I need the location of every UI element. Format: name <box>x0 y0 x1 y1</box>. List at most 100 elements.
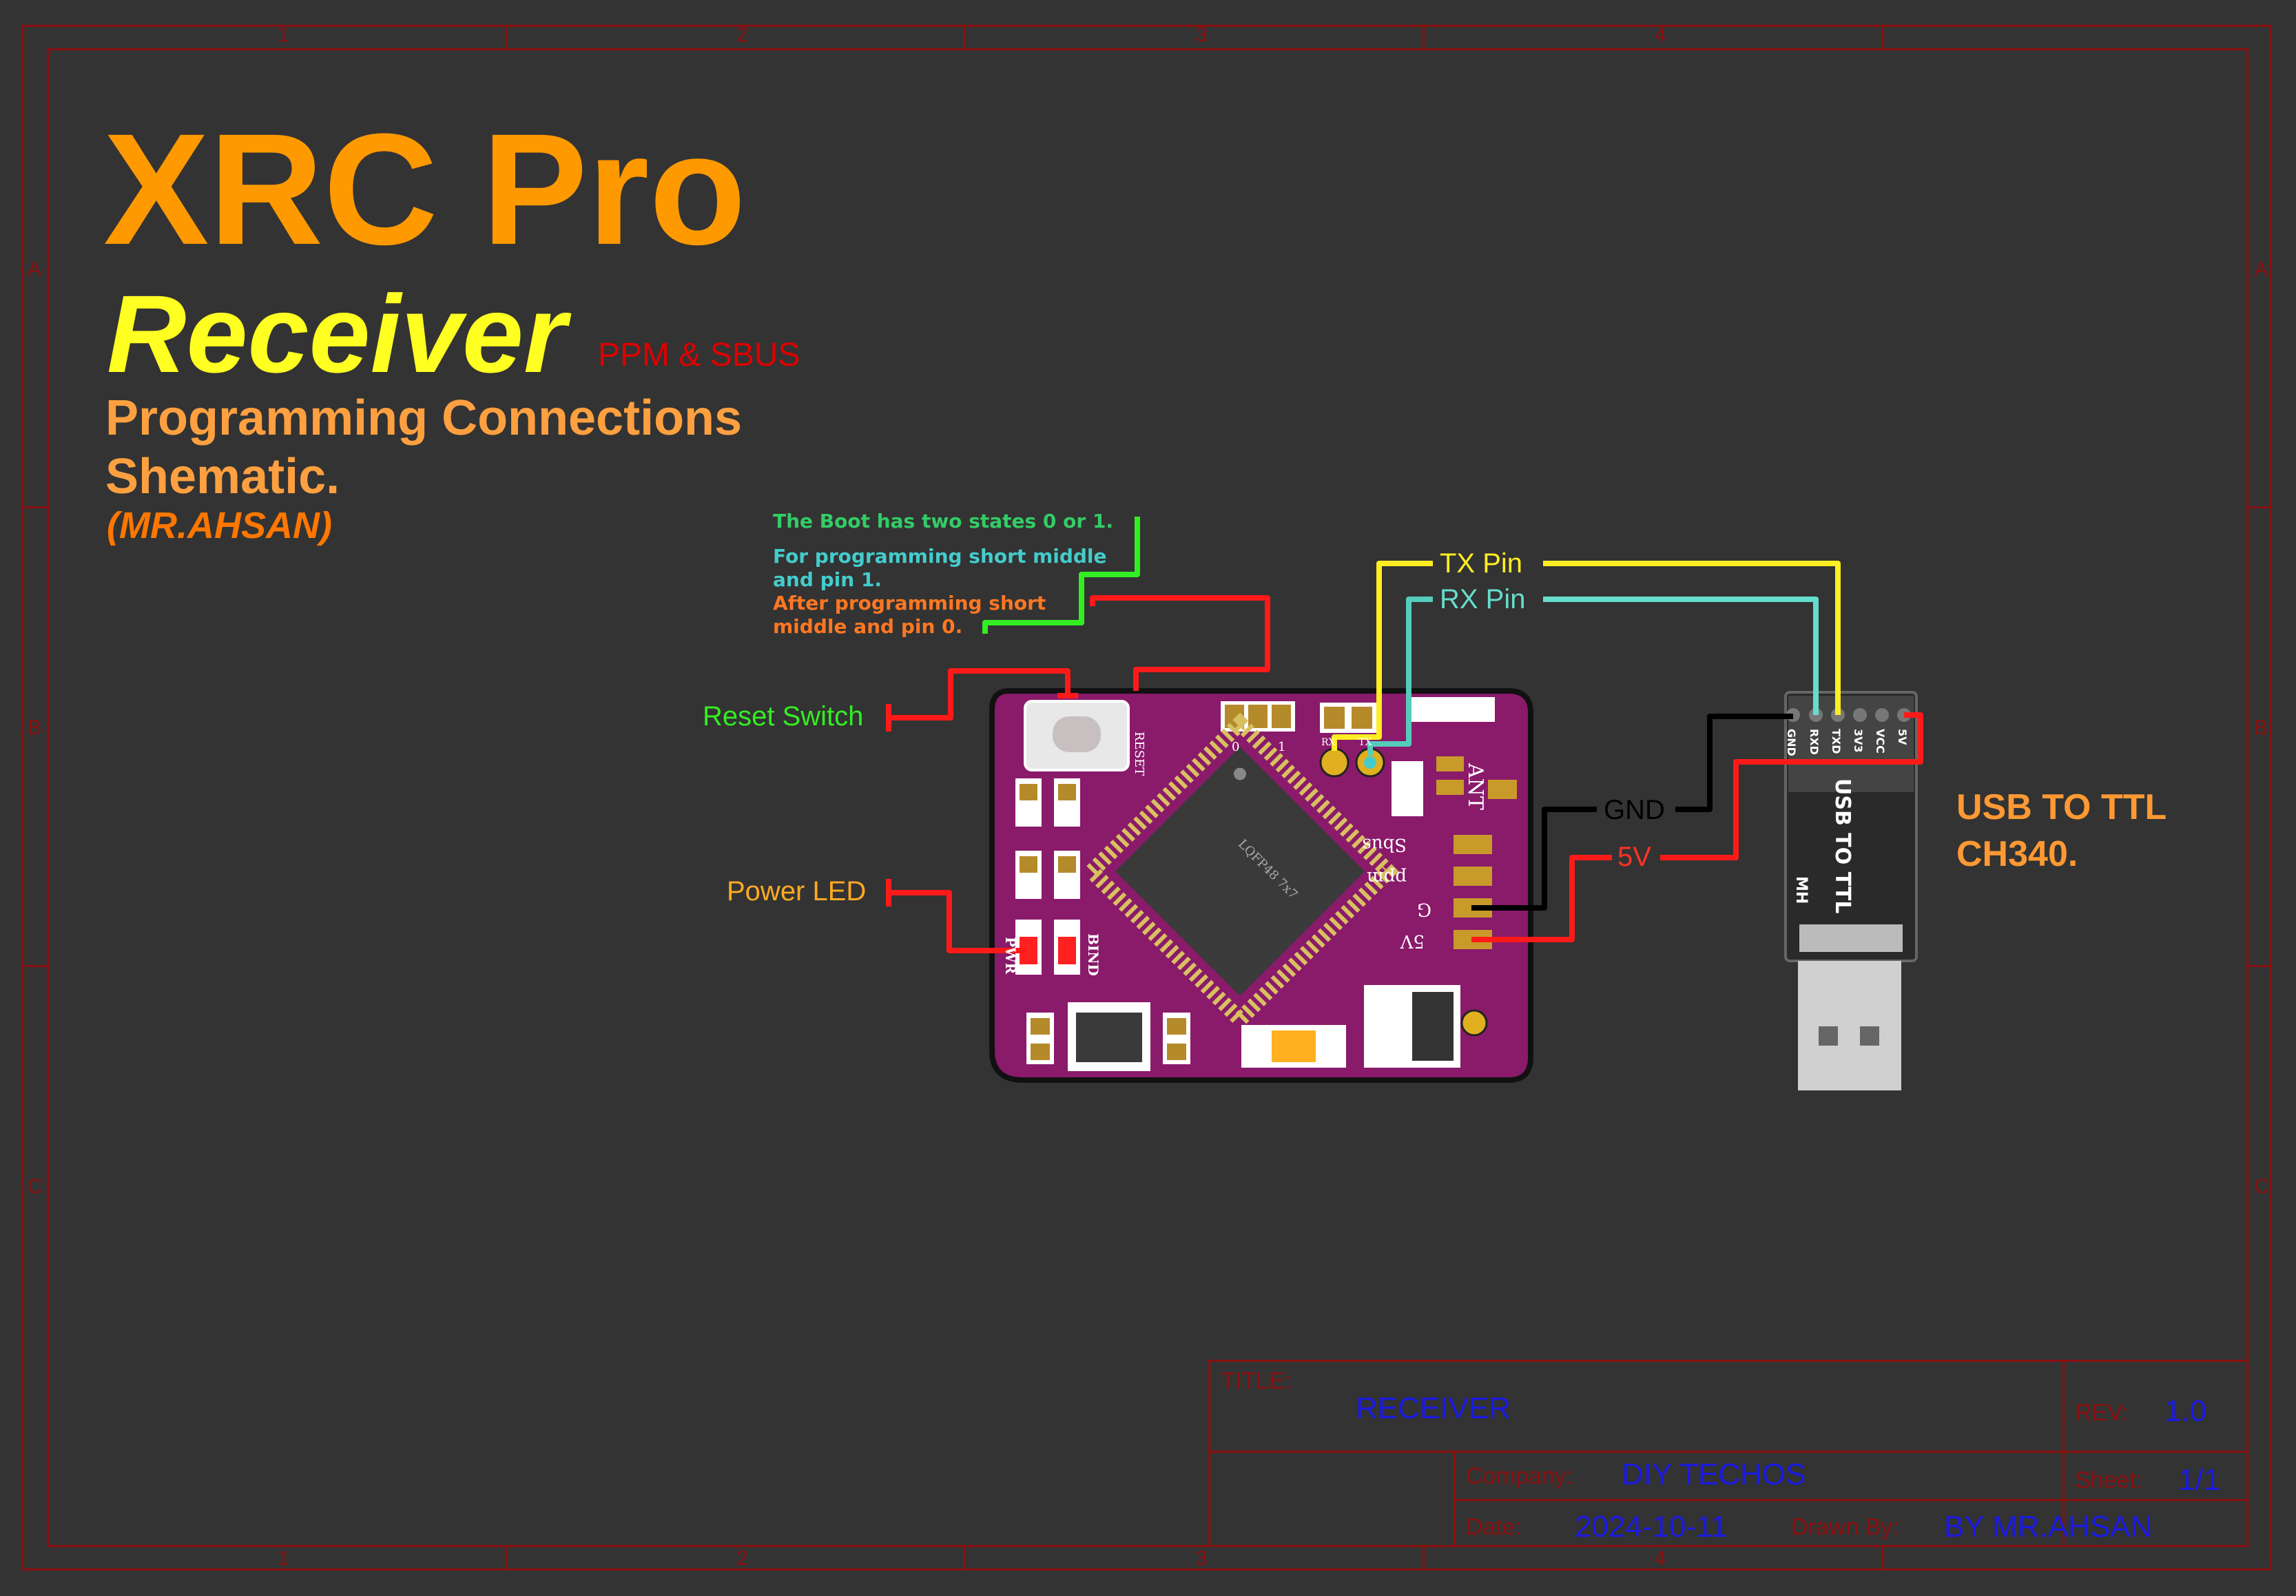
zone-tick <box>505 1547 507 1571</box>
heading-description: Programming Connections Shematic. <box>105 389 742 506</box>
silk-pwr: PWR <box>1002 937 1019 975</box>
mcu-chip <box>1081 712 1399 1030</box>
heading-description-line2: Shematic. <box>105 448 340 504</box>
zone-row-label: B <box>28 716 42 739</box>
zone-col-label: 3 <box>1196 23 1208 46</box>
boot-note-line4: After programming short <box>773 592 1046 614</box>
label-usb-ttl: USB TO TTL CH340. <box>1956 784 2166 878</box>
label-usb-ttl-line2: CH340. <box>1956 834 2078 874</box>
title-value: RECEIVER <box>1356 1391 1511 1425</box>
company-label: Company: <box>1466 1463 1573 1489</box>
zone-tick <box>505 25 507 48</box>
wire-tx-b <box>1543 561 1841 715</box>
silk-boot0: 0 <box>1232 740 1239 754</box>
rev-value: 1.0 <box>2164 1394 2207 1428</box>
rev-label: REV: <box>2075 1400 2129 1426</box>
reset-button-cap <box>1053 716 1101 752</box>
label-reset-switch: Reset Switch <box>703 701 864 732</box>
boot-note-line5: middle and pin 0. <box>773 615 963 638</box>
date-label: Date: <box>1466 1514 1522 1540</box>
zone-tick <box>1423 1547 1425 1571</box>
zone-row-label: A <box>28 258 42 281</box>
wire-power-led <box>889 890 1026 953</box>
module-silk-mh: MH <box>1792 876 1810 904</box>
module-pin-txd: TXD <box>1830 729 1843 754</box>
title-block-divider <box>2062 1451 2065 1499</box>
drawn-by-value: BY MR.AHSAN <box>1944 1510 2153 1544</box>
silk-ant: ANT <box>1463 763 1487 810</box>
receiver-pcb <box>989 688 1533 1083</box>
heading-subtitle: Receiver <box>107 272 567 395</box>
wire-tx <box>1332 561 1433 751</box>
zone-tick <box>1423 25 1425 48</box>
silk-bind: BIND <box>1085 933 1102 976</box>
wire-gnd <box>1471 807 1597 911</box>
wire-boot <box>1090 595 1270 691</box>
zone-row-label: C <box>2254 1175 2269 1198</box>
date-value: 2024-10-11 <box>1575 1510 1728 1544</box>
sheet-value: 1/1 <box>2178 1463 2221 1497</box>
silk-rx: RX <box>1321 737 1336 748</box>
title-block-divider <box>1208 1451 2248 1453</box>
label-tx-pin: TX Pin <box>1440 548 1523 579</box>
zone-tick <box>22 506 47 508</box>
zone-tick <box>964 1547 966 1571</box>
tx-pad <box>1319 747 1349 778</box>
sheet-label: Sheet: <box>2075 1467 2143 1493</box>
wire-reset <box>889 668 1071 721</box>
module-pin-vcc: VCC <box>1874 729 1887 754</box>
wire-boot-note <box>982 517 1140 634</box>
zone-tick <box>1882 25 1884 48</box>
label-usb-ttl-line1: USB TO TTL <box>1956 787 2167 827</box>
zone-row-label: C <box>28 1175 43 1198</box>
zone-row-label: B <box>2254 716 2268 739</box>
title-block-divider <box>1454 1499 2248 1501</box>
company-value: DIY TECHOS <box>1622 1458 1806 1491</box>
silk-ppm: ppm <box>1367 867 1407 888</box>
silk-g: G <box>1417 899 1431 920</box>
zone-tick <box>1882 1547 1884 1571</box>
module-pin-5v: 5V <box>1896 729 1909 745</box>
zone-row-label: A <box>2254 258 2268 281</box>
zone-tick <box>2247 506 2272 508</box>
zone-col-label: 1 <box>278 23 289 46</box>
sheet-frame-inner <box>47 48 2248 1547</box>
sheet-frame-outer <box>22 25 2272 1571</box>
module-pin-rxd: RXD <box>1808 729 1821 755</box>
zone-tick <box>2247 965 2272 967</box>
wire-5v-b <box>1660 712 1923 860</box>
title-block <box>1208 1360 2248 1547</box>
zone-tick <box>964 25 966 48</box>
label-power-led: Power LED <box>727 876 867 906</box>
wire-rx <box>1367 597 1433 756</box>
zone-col-label: 2 <box>736 1547 748 1570</box>
module-pin-gnd: GND <box>1785 729 1798 756</box>
zone-col-label: 2 <box>736 23 748 46</box>
label-gnd: GND <box>1604 795 1665 825</box>
wire-gnd-b <box>1675 714 1793 812</box>
label-rx-pin: RX Pin <box>1440 584 1526 614</box>
zone-col-label: 4 <box>1655 23 1666 46</box>
boot-note-line3: and pin 1. <box>773 568 882 591</box>
silk-tx: TX <box>1358 737 1372 748</box>
silk-boot1: 1 <box>1278 740 1285 754</box>
zone-col-label: 3 <box>1196 1547 1208 1570</box>
silk-sbus: Sbus <box>1362 834 1407 855</box>
heading-description-line1: Programming Connections <box>105 391 743 446</box>
drawn-by-label: Drawn By: <box>1791 1514 1899 1540</box>
title-label: TITLE: <box>1221 1368 1292 1394</box>
wire-5v <box>1471 855 1612 942</box>
zone-col-label: 1 <box>278 1547 289 1570</box>
module-pin-3v3: 3V3 <box>1852 729 1865 753</box>
label-5v: 5V <box>1617 842 1651 872</box>
boot-note-line2: For programming short middle <box>773 545 1107 568</box>
zone-col-label: 4 <box>1655 1547 1666 1570</box>
silk-reset: RESET <box>1132 732 1146 776</box>
module-silk-usb: USB TO TTL <box>1830 778 1854 913</box>
heading-protocol-tag: PPM & SBUS <box>598 337 800 373</box>
zone-tick <box>22 965 47 967</box>
bind-led <box>1058 937 1076 964</box>
heading-title: XRC Pro <box>103 101 746 278</box>
wire-rx-b <box>1543 597 1819 715</box>
